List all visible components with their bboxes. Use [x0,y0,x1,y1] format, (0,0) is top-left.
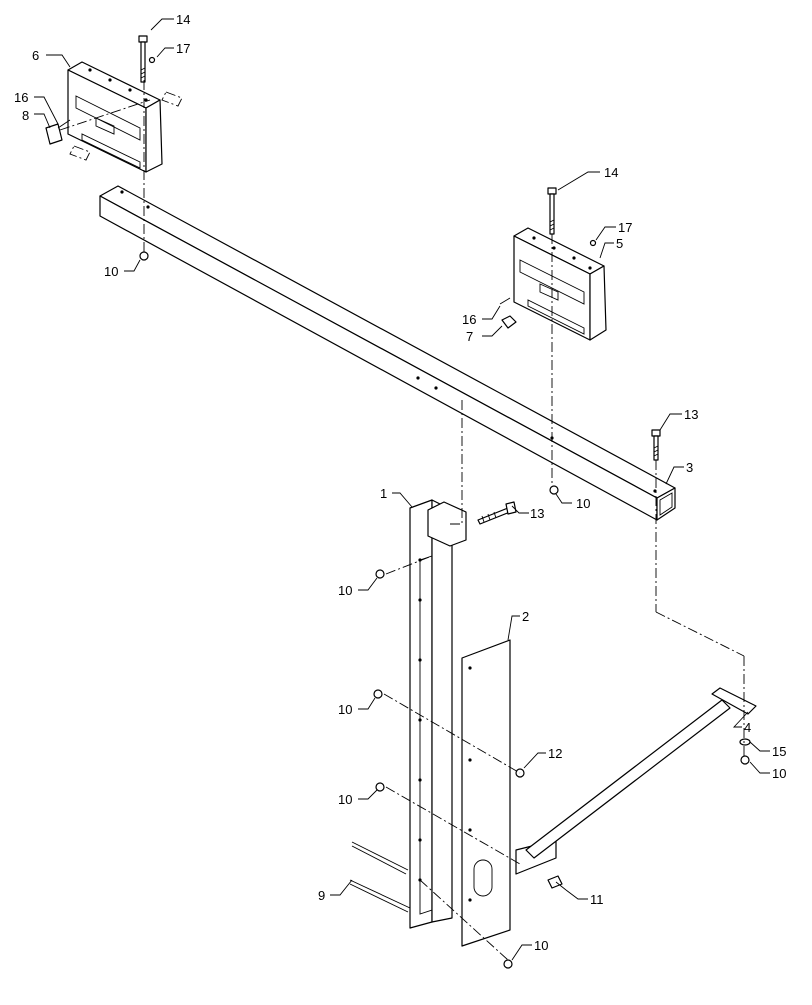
diagonal-brace [515,687,757,875]
bolt-13-vertical [651,429,661,461]
leader-lines [34,18,770,961]
callout-1: 1 [380,486,387,501]
nut-10-d [373,689,383,699]
callout-15: 15 [772,744,786,759]
bracket-left-phantom-top [161,91,183,107]
washer-17-right [589,239,597,247]
callout-14-right: 14 [604,165,618,180]
washer-17-left [148,56,156,64]
washer-15 [739,738,751,746]
nut-10-b [549,485,559,495]
nut-plate-8 [45,123,63,145]
callout-2: 2 [522,609,529,624]
flat-plate [461,639,511,947]
bolt-13-horizontal [477,501,517,525]
callout-10-mid: 10 [338,702,352,717]
bolt-14-right [547,187,557,235]
callouts: 14 17 6 16 8 10 14 17 5 16 7 13 3 10 1 1… [14,12,786,953]
callout-7: 7 [466,329,473,344]
callout-5: 5 [616,236,623,251]
callout-9: 9 [318,888,325,903]
crossbar-tube [99,185,676,521]
nut-10-c [375,569,385,579]
bracket-left-phantom-bottom [69,145,91,161]
callout-10-left: 10 [104,264,118,279]
callout-12: 12 [548,746,562,761]
callout-10-lower: 10 [338,792,352,807]
bracket-left [67,61,163,173]
callout-8: 8 [22,108,29,123]
callout-10-upright: 10 [338,583,352,598]
nut-10-e [375,782,385,792]
nut-10-g [740,755,750,765]
alignment-lines [59,80,745,961]
callout-3: 3 [686,460,693,475]
stud-bolts-9 [349,841,411,913]
callout-11: 11 [590,892,604,907]
nut-10-a [139,251,149,261]
callout-17-top-left: 17 [176,41,190,56]
callout-13-horizontal: 13 [530,506,544,521]
callout-13-vertical: 13 [684,407,698,422]
callout-10-tube: 10 [576,496,590,511]
screw-16-left [57,119,71,129]
callout-4: 4 [744,720,751,735]
callout-10-bottom: 10 [534,938,548,953]
callout-16-right: 16 [462,312,476,327]
callout-16-left: 16 [14,90,28,105]
callout-6: 6 [32,48,39,63]
nut-10-f [503,959,513,969]
nut-7 [501,315,517,329]
bolt-11 [547,875,567,891]
callout-10-brace: 10 [772,766,786,781]
bolt-14-left [138,35,148,83]
screw-16-right [499,297,511,305]
callout-17-right: 17 [618,220,632,235]
callout-14-top-left: 14 [176,12,190,27]
upright-channel [409,499,467,929]
